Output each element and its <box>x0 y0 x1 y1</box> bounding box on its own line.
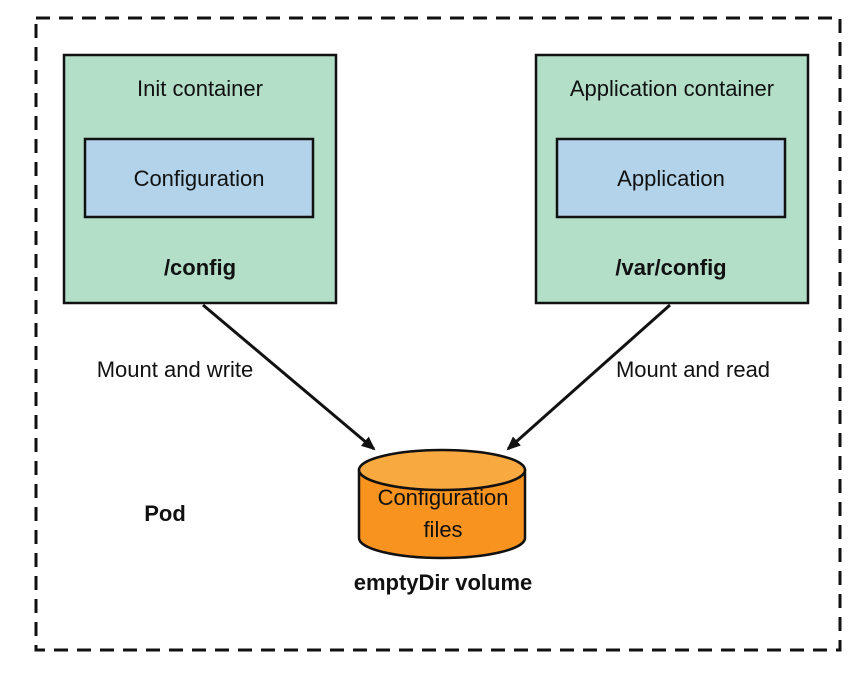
config-path: /config <box>164 255 236 280</box>
volume-label-line1: Configuration <box>378 485 509 510</box>
configuration-label: Configuration <box>134 166 265 191</box>
volume-cylinder: Configuration files <box>357 448 527 560</box>
mount-read-arrow <box>506 303 671 451</box>
init-container-title: Init container <box>137 76 263 101</box>
mount-read-label: Mount and read <box>616 357 770 382</box>
cylinder-top <box>357 448 527 492</box>
mount-write-arrow <box>202 303 376 451</box>
application-box <box>555 137 787 219</box>
mount-write-label: Mount and write <box>97 357 254 382</box>
cylinder-body <box>357 468 527 560</box>
empty-dir-volume-caption: emptyDir volume <box>354 570 533 595</box>
pod-label: Pod <box>144 501 186 526</box>
var-config-path: /var/config <box>615 255 726 280</box>
application-container-title: Application container <box>570 76 774 101</box>
application-container: Application container Application /var/c… <box>534 53 810 305</box>
application-label: Application <box>617 166 725 191</box>
pod-boundary <box>34 16 842 652</box>
init-container: Init container Configuration /config <box>62 53 338 305</box>
volume-label-line2: files <box>423 517 462 542</box>
configuration-box <box>83 137 315 219</box>
